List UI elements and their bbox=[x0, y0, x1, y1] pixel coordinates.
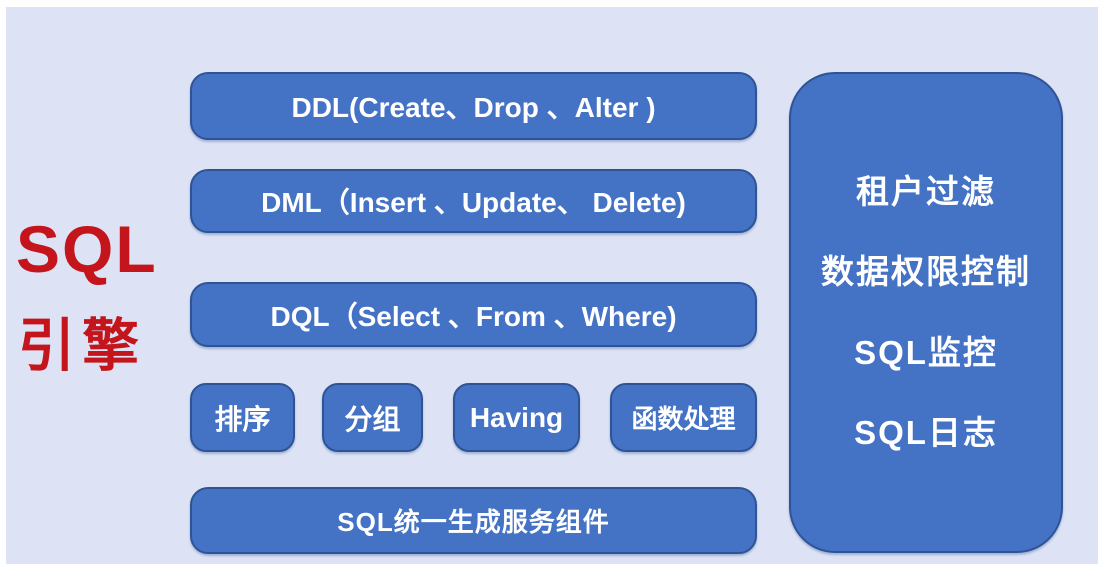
function-processing-block-label: 函数处理 bbox=[631, 404, 736, 434]
diagram-title-line1: SQL bbox=[16, 212, 158, 286]
side-panel: 租户过滤 数据权限控制 SQL监控 SQL日志 bbox=[789, 72, 1063, 553]
ddl-block-label: DDL(Create、Drop 、Alter ) bbox=[291, 92, 656, 123]
sql-generation-service-block: SQL统一生成服务组件 bbox=[190, 487, 757, 554]
group-block: 分组 bbox=[322, 383, 423, 452]
diagram-title-line2: 引擎 bbox=[18, 314, 146, 378]
having-block-label: Having bbox=[469, 401, 564, 433]
dql-block-label: DQL（Select 、From 、Where) bbox=[270, 300, 677, 332]
function-processing-block: 函数处理 bbox=[610, 383, 757, 452]
dml-block: DML（Insert 、Update、 Delete) bbox=[190, 169, 757, 233]
ddl-block: DDL(Create、Drop 、Alter ) bbox=[190, 72, 757, 140]
side-panel-item-tenant-filter: 租户过滤 bbox=[856, 172, 996, 210]
sql-generation-service-label: SQL统一生成服务组件 bbox=[337, 507, 610, 537]
dql-block: DQL（Select 、From 、Where) bbox=[190, 282, 757, 347]
side-panel-item-data-permission-control: 数据权限控制 bbox=[821, 253, 1031, 291]
having-block: Having bbox=[453, 383, 580, 452]
dml-block-label: DML（Insert 、Update、 Delete) bbox=[261, 187, 686, 218]
side-panel-item-sql-monitoring: SQL监控 bbox=[854, 333, 998, 371]
sort-block: 排序 bbox=[190, 383, 295, 452]
side-panel-item-sql-log: SQL日志 bbox=[854, 413, 998, 451]
sort-block-label: 排序 bbox=[214, 403, 271, 435]
group-block-label: 分组 bbox=[344, 403, 401, 435]
